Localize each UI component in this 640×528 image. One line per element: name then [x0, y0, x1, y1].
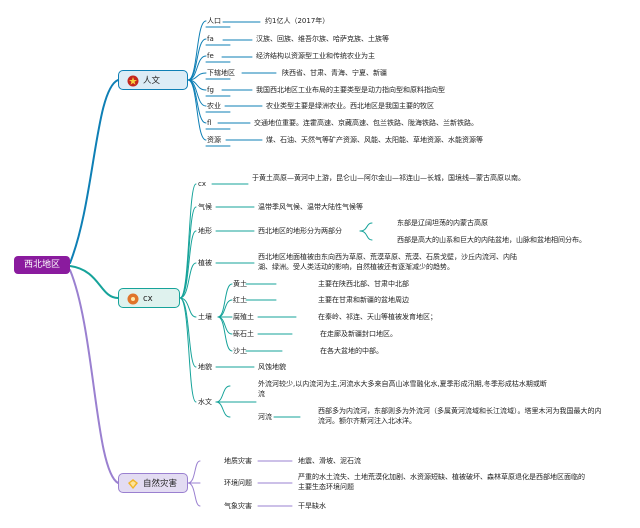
disaster-node[interactable]: 自然灾害	[118, 473, 188, 493]
root-to-disaster-line	[69, 269, 119, 484]
terrain-east: 东部是辽阔坦荡的内蒙古高原	[397, 219, 488, 227]
disaster-key-3: 气象灾害	[224, 502, 252, 510]
renwen-label: 人文	[143, 76, 161, 86]
renwen-value-3: 经济结构以资源型工业和传统农业为主	[256, 52, 375, 60]
soil-key: 土壤	[198, 313, 212, 321]
soil-key-5: 沙土	[233, 347, 247, 355]
climate-value: 温带季风气候、温带大陆性气候等	[258, 203, 363, 211]
climate-key: 气候	[198, 203, 212, 211]
renwen-key-6: 农业	[207, 102, 221, 110]
disaster-value-3: 干旱缺水	[298, 502, 326, 510]
disaster-value-2: 严重的水土流失、土地荒漠化加剧、水资源短缺、植被破坏、森林草原退化是西部地区面临…	[298, 473, 585, 491]
soil-value-2: 主要在甘肃和新疆的盆地周边	[318, 296, 409, 304]
soil-key-4: 砾石土	[233, 330, 254, 338]
cx-label: cx	[143, 294, 153, 304]
renwen-value-8: 煤、石油、天然气等矿产资源、风能、太阳能、草地资源、水能资源等	[266, 136, 483, 144]
root-to-cx-line	[69, 265, 119, 299]
disaster-value-1: 地震、滑坡、泥石流	[298, 457, 361, 465]
hydro-value: 外流河较少,以内流河为主,河流水大多来自高山冰雪融化水,夏季形成汛期,冬季形成枯…	[258, 380, 547, 398]
soil-key-1: 黄土	[233, 280, 247, 288]
soil-value-1: 主要在陕西北部、甘肃中北部	[318, 280, 409, 288]
root-to-renwen-line	[69, 79, 119, 264]
river-key: 河流	[258, 413, 272, 421]
soil-key-2: 红土	[233, 296, 247, 304]
root-node[interactable]: 西北地区	[14, 256, 70, 274]
terrain-value: 西北地区的地形分为两部分	[258, 227, 342, 235]
soil-value-4: 在走廊及新疆封口地区。	[320, 330, 397, 338]
soil-key-3: 腐殖土	[233, 313, 254, 321]
star-icon	[127, 75, 139, 87]
river-value: 西部多为内流河，东部则多为外流河（多属黄河流域和长江流域）。塔里木河为我国最大的…	[318, 407, 602, 425]
renwen-value-1: 约1亿人（2017年）	[265, 17, 330, 25]
renwen-key-4: 下辖地区	[207, 69, 235, 77]
renwen-value-5: 我国西北地区工业布局的主要类型是动力指向型和原料指向型	[256, 86, 445, 94]
gear-icon	[127, 293, 139, 305]
terrain-west: 西部是高大的山系和巨大的内陆盆地，山脉和盆地相间分布。	[397, 236, 586, 244]
landform-key: 地貌	[198, 363, 212, 371]
cx-key: cx	[198, 180, 206, 188]
renwen-node[interactable]: 人文	[118, 70, 188, 90]
vegetation-value: 西北地区地面植被由东向西为草原、荒漠草原、荒漠、石质戈壁，沙丘内流河、内陆湖、绿…	[258, 253, 517, 271]
soil-value-3: 在秦岭、祁连、天山等植被发育地区；	[318, 313, 437, 321]
renwen-value-6: 农业类型主要是绿洲农业。西北地区是我国主要的牧区	[266, 102, 434, 110]
renwen-key-8: 资源	[207, 136, 221, 144]
disaster-key-1: 地质灾害	[224, 457, 252, 465]
renwen-key-2: fa	[207, 35, 214, 43]
renwen-key-5: fg	[207, 86, 214, 94]
renwen-key-3: fe	[207, 52, 214, 60]
hydro-key: 水文	[198, 398, 212, 406]
cx-node[interactable]: cx	[118, 288, 180, 308]
landform-value: 风蚀地貌	[258, 363, 286, 371]
renwen-value-7: 交通地位重要。连霍高速、京藏高速、包兰铁路、陇海铁路、兰新铁路。	[254, 119, 478, 127]
cx-value: 于黄土高原—黄河中上游，昆仑山—阿尔金山—祁连山—长城，国境线—蒙古高原以南。	[252, 174, 525, 182]
disaster-label: 自然灾害	[143, 479, 178, 489]
soil-value-5: 在各大盆地的中部。	[320, 347, 383, 355]
terrain-key: 地形	[198, 227, 212, 235]
disaster-key-2: 环境问题	[224, 479, 252, 487]
renwen-key-1: 人口	[207, 17, 221, 25]
vegetation-key: 植被	[198, 259, 212, 267]
renwen-value-4: 陕西省、甘肃、青海、宁夏、新疆	[282, 69, 387, 77]
renwen-key-7: fl	[207, 119, 212, 127]
renwen-value-2: 汉族、回族、维吾尔族、哈萨克族、土族等	[256, 35, 389, 43]
diamond-icon	[128, 479, 138, 489]
